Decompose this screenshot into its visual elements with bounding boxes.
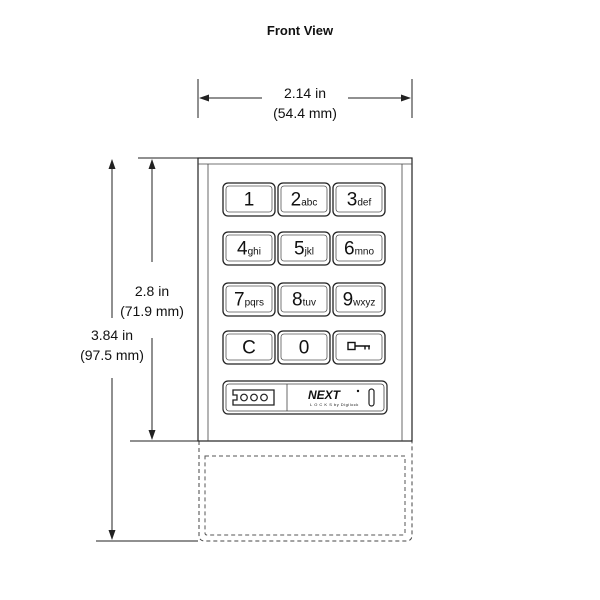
key-label: 4ghi (237, 239, 261, 260)
key-label: 0 (299, 338, 310, 359)
key-label: 9wxyz (343, 290, 376, 311)
overall-height-metric: (97.5 mm) (80, 347, 144, 363)
key-label: 5jkl (294, 239, 314, 260)
keypad-height-arrow-top (148, 159, 156, 169)
overall-height-arrow-bottom (108, 530, 116, 540)
key-label: 6mno (344, 239, 374, 260)
key-digit: 3 (347, 190, 358, 211)
width-metric: (54.4 mm) (273, 105, 337, 121)
keypad-key-2-2[interactable]: 9wxyz (332, 282, 386, 317)
keypad-key-2-1[interactable]: 8tuv (277, 282, 331, 317)
key-label: 3def (347, 190, 372, 211)
contact-circle-3 (260, 393, 268, 402)
brand-name: NEXT (308, 388, 342, 402)
contact-circle-2 (250, 393, 258, 402)
power-contacts (232, 389, 275, 406)
key-label: 1 (244, 190, 255, 211)
key-letters: tuv (303, 298, 316, 309)
keypad-height-metric: (71.9 mm) (120, 303, 184, 319)
key-digit: 5 (294, 239, 305, 260)
key-letters: abc (301, 198, 317, 209)
keypad-key-1-0[interactable]: 4ghi (222, 231, 276, 266)
width-arrow-right (401, 94, 411, 102)
key-label: 8tuv (292, 290, 316, 311)
keypad-key-0-0[interactable]: 1 (222, 182, 276, 217)
key-digit: 7 (234, 290, 245, 311)
key-digit: 8 (292, 290, 303, 311)
keypad-key-1-2[interactable]: 6mno (332, 231, 386, 266)
keypad-key-0-2[interactable]: 3def (332, 182, 386, 217)
key-digit: 1 (244, 190, 255, 211)
keypad-key-3-2[interactable] (332, 330, 386, 365)
width-dimension: 2.14 in (54.4 mm) (197, 79, 413, 121)
keypad-key-2-0[interactable]: 7pqrs (222, 282, 276, 317)
key-digit: C (242, 338, 256, 359)
key-digit: 2 (291, 190, 302, 211)
brand-panel: NEXT L O C K S by Digilock (222, 380, 388, 415)
key-label: 2abc (291, 190, 318, 211)
keypad-key-3-1[interactable]: 0 (277, 330, 331, 365)
key-icon (347, 341, 370, 351)
rear-body-outline (198, 441, 413, 542)
keypad-key-1-1[interactable]: 5jkl (277, 231, 331, 266)
key-letters: wxyz (352, 298, 375, 309)
brand-logo: NEXT L O C K S by Digilock (308, 388, 360, 407)
key-digit: 0 (299, 338, 310, 359)
width-arrow-left (199, 94, 209, 102)
width-imperial: 2.14 in (284, 85, 326, 101)
brand-tagline: L O C K S by Digilock (310, 402, 359, 407)
key-label: 7pqrs (234, 290, 264, 311)
keypad-height-dimension: 2.8 in (71.9 mm) (120, 157, 198, 442)
key-letters: jkl (304, 247, 314, 258)
overall-height-dimension: 3.84 in (97.5 mm) (80, 159, 198, 542)
key-letters: ghi (248, 247, 261, 258)
key-digit: 6 (344, 239, 355, 260)
key-letters: pqrs (245, 298, 264, 309)
key-letters: def (357, 198, 371, 209)
brand-panel-inner (225, 383, 385, 412)
keypad-height-imperial: 2.8 in (135, 283, 169, 299)
key-label: C (242, 338, 256, 359)
contact-circle-1 (240, 393, 248, 402)
led-indicator (368, 388, 375, 407)
overall-height-imperial: 3.84 in (91, 327, 133, 343)
keypad-height-arrow-bottom (148, 430, 156, 440)
keypad-key-3-0[interactable]: C (222, 330, 276, 365)
key-letters: mno (355, 247, 375, 258)
keypad-key-0-1[interactable]: 2abc (277, 182, 331, 217)
diagram-title: Front View (267, 23, 334, 38)
overall-height-arrow-top (108, 159, 116, 169)
key-digit: 9 (343, 290, 354, 311)
key-digit: 4 (237, 239, 248, 260)
